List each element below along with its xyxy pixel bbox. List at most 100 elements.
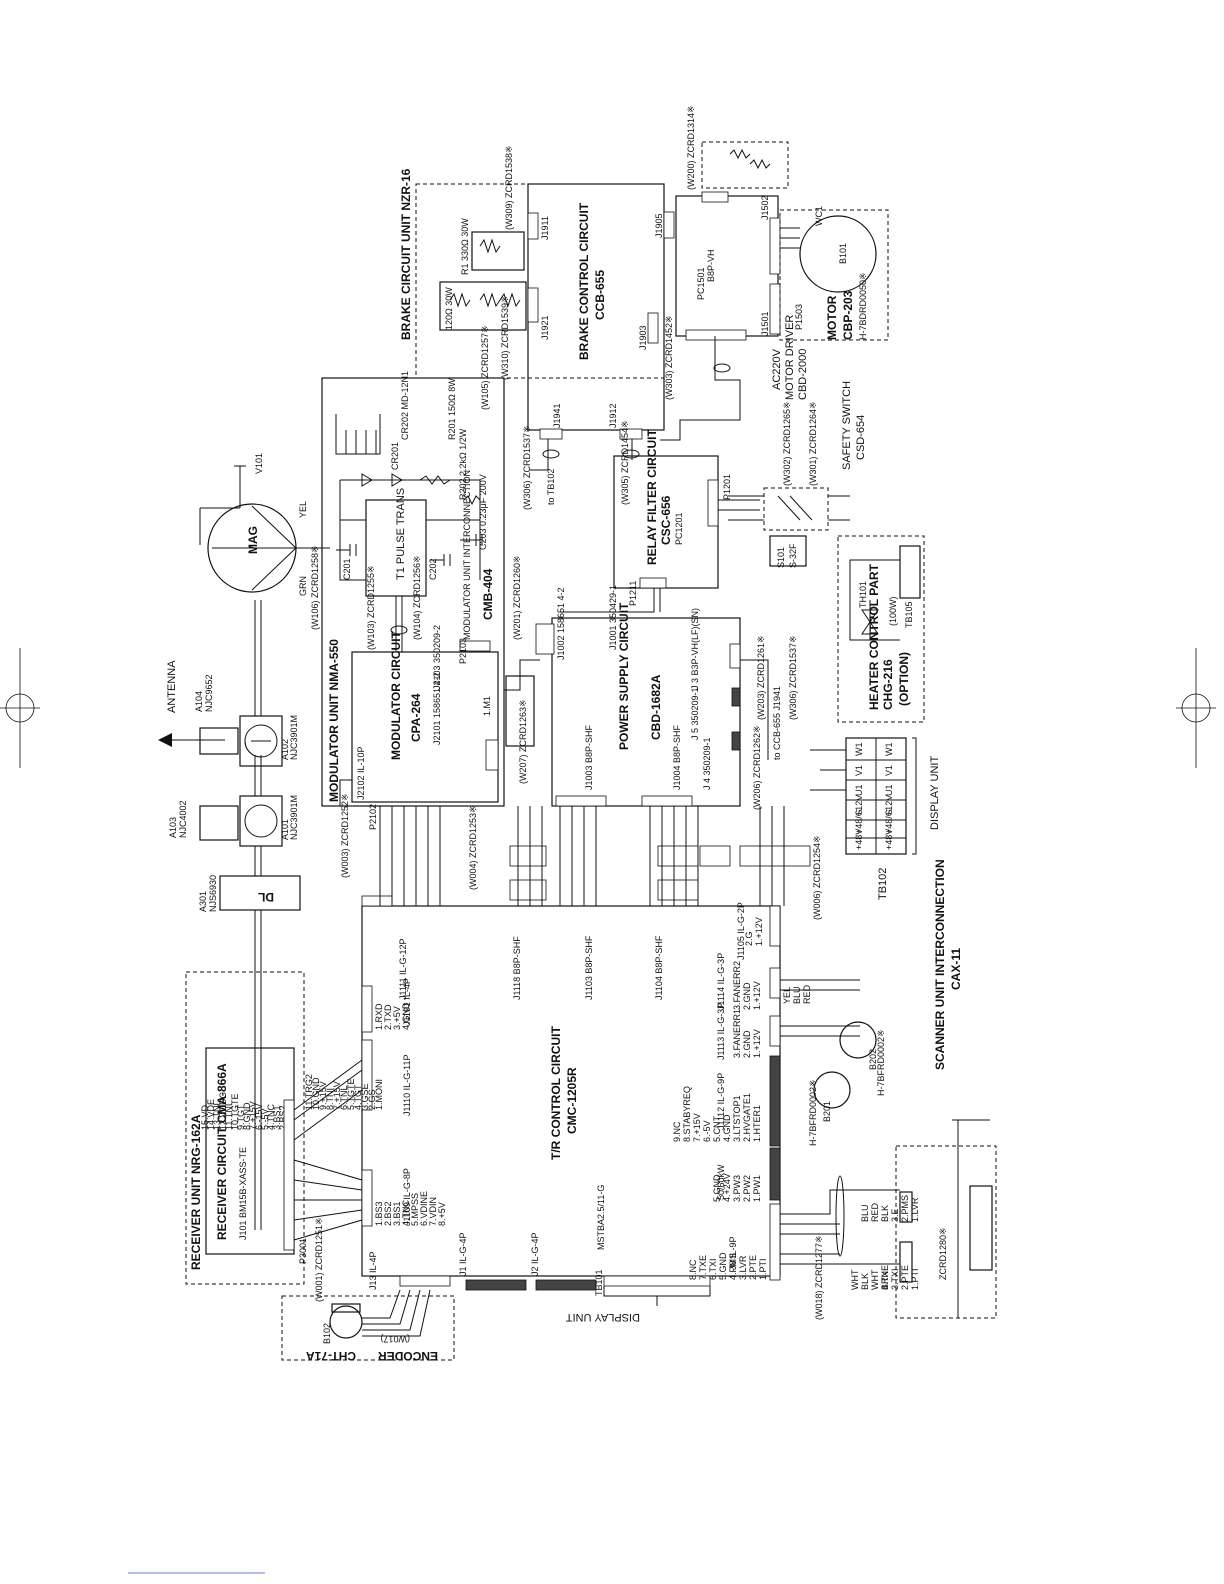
scanner-model: CAX-11 — [949, 948, 963, 990]
w104-label: (W104) ZCRD1256※ — [412, 555, 422, 640]
encoder-unit — [281, 1289, 455, 1361]
w004-label: (W004) ZCRD1253※ — [468, 805, 478, 890]
pin-label-j8: 1.PTI — [758, 1258, 768, 1280]
pin-label-j1110: 2.GS — [367, 1089, 377, 1110]
w001-label: (W001) ZCRD1251※ — [314, 1217, 324, 1302]
power-supply-model: CBD-1682A — [649, 674, 663, 740]
w207-label: (W207) ZCRD1263※ — [518, 699, 528, 784]
pin-label-j101: 15.VD — [200, 1104, 210, 1130]
brake-circuit-title: BRAKE CONTROL CIRCUIT — [577, 202, 591, 360]
pin-label-j1110: 3.GSE — [360, 1083, 370, 1110]
j1114-label: J1114 IL-G-3P — [716, 953, 726, 1010]
safety-switch-label: SAFETY SWITCH — [841, 381, 853, 470]
pin-label-j1112b: 8.STABYREQ — [682, 1086, 692, 1142]
heater-model: CHG-216 — [881, 659, 895, 710]
j4-label: J 4 350209-1 — [702, 737, 712, 790]
b201-label: B201 — [822, 1101, 832, 1122]
b201-code: H-7BFRD0002※ — [808, 1079, 818, 1146]
pin-label-j1114: 2.GND — [742, 982, 752, 1010]
j1004-label: J1004 B8P-SHF — [672, 724, 682, 790]
pin-label-j101: 10.TGTE — [230, 1093, 240, 1130]
w203-label: (W203) ZCRD1261※ — [756, 635, 766, 720]
pin-label-j1110: 8.TNI — [325, 1088, 335, 1110]
tb102-row-label: +48/G — [884, 809, 894, 834]
r202-label: R202 2.2kΩ 1/2W — [458, 428, 468, 500]
pc1201-label: PC1201 — [674, 512, 684, 545]
tb102-row-value: U1 — [854, 784, 864, 796]
pin-label-j1114: 1.+12V — [752, 981, 762, 1010]
a103-label: A103 — [168, 817, 178, 838]
antenna-arrow-icon — [158, 733, 172, 747]
crop-marks — [0, 648, 1216, 1574]
pin-label-j8: 6.TXI — [708, 1258, 718, 1280]
pin-label-jp2: 2.PMS — [900, 1195, 910, 1222]
pin-label-j101: 9.TGT — [236, 1104, 246, 1130]
pin-label-j8: 3.LVR — [738, 1255, 748, 1280]
pin-label-wire_colors_c: WHT — [870, 1269, 880, 1290]
w105-label: (W105) ZCRD1257※ — [480, 325, 490, 410]
j1001-label: J1001 350429-1 — [608, 585, 618, 650]
pin-label-j1191: 3.+5V — [392, 1006, 402, 1030]
pin-label-j1113: 3.FANERR1 — [732, 1009, 742, 1058]
heater-option: (OPTION) — [897, 652, 911, 706]
w103-label: (W103) ZCRD1255※ — [366, 565, 376, 650]
pin-label-jp1: 4.TXE — [880, 1265, 890, 1290]
pin-label-j1112b: 7.+15V — [692, 1113, 702, 1142]
j1911-label: J1911 — [540, 216, 550, 240]
pin-label-wire_colors: YEL — [782, 987, 792, 1004]
j1-label: J1 IL-G-4P — [458, 1232, 468, 1276]
s101-label: S101 — [776, 547, 786, 568]
pin-label-j8: 8.NC — [688, 1259, 698, 1280]
pin-label-j1112b: 9.NC — [672, 1121, 682, 1142]
motor-driver — [660, 141, 889, 441]
pin-label-j1112: 5.GND — [712, 1174, 722, 1202]
pin-label-j1113: 2.GND — [742, 1030, 752, 1058]
b202-code: H-7BFRD0002※ — [876, 1029, 886, 1096]
to-tb102-label: to TB102 — [546, 469, 556, 505]
w305-label: (W305) ZCRD1454※ — [620, 420, 630, 505]
pin-label-jp1: 1.PTI — [910, 1268, 920, 1290]
j1191-label: J1191 IL-4P — [402, 978, 412, 1026]
yel-label: YEL — [298, 501, 308, 518]
p1201-label: P1201 — [722, 474, 732, 500]
b8p-label: B8P-VH — [706, 249, 716, 282]
w310-label: (W310) ZCRD1539※ — [500, 295, 510, 380]
brake-circuit-model: CCB-655 — [593, 270, 607, 320]
b101-label: B101 — [838, 243, 848, 264]
pin-label-j1112: 3.PW3 — [732, 1175, 742, 1202]
w020-label: ZCRD1280※ — [938, 1227, 948, 1280]
receiver-unit-label: RECEIVER UNIT NRG-162A — [189, 1114, 203, 1270]
c202-label: C202 — [428, 558, 438, 580]
mag-label: MAG — [246, 526, 260, 554]
tb102-row-label: U1 — [884, 784, 894, 796]
b102-label: B102 — [322, 1323, 332, 1344]
brake-unit-label: BRAKE CIRCUIT UNIT NZR-16 — [399, 168, 413, 340]
pin-label-j101: 12.VDDC — [218, 1091, 228, 1130]
j13-label: J13 IL-4P — [368, 1251, 378, 1290]
pin-label-j1110: 4.TGT — [353, 1084, 363, 1110]
tb105-label: TB105 — [904, 601, 914, 628]
mod-interconnection-title: MODULATOR UNIT INTERCONNECTION — [462, 470, 472, 640]
pin-label-j1109: 3.BS1 — [392, 1201, 402, 1226]
relay-filter — [560, 455, 760, 613]
a301-code: NJS6930 — [208, 875, 218, 912]
pin-label-j1109: 1.BS3 — [374, 1201, 384, 1226]
j1912-label: J1912 — [608, 403, 618, 428]
j1502-label: J1502 — [760, 195, 770, 220]
pin-label-j1112b: 6.-5V — [702, 1120, 712, 1142]
j2103-label: J2103 350209-2 — [432, 625, 442, 690]
pin-label-jp1: 2.PTE — [900, 1265, 910, 1290]
a104-label: A104 — [194, 691, 204, 712]
a102-label: A102 — [280, 739, 290, 760]
modulator-unit-label: MODULATOR UNIT NMA-550 — [327, 639, 341, 802]
a101-label: A101 — [280, 819, 290, 840]
c201-label: C201 — [342, 558, 352, 580]
pin-label-j1109: 8.+5V — [437, 1202, 447, 1226]
w018-label: (W018) ZCRD1277※ — [814, 1235, 824, 1320]
pin-label-wire_colors_b: BLK — [880, 1205, 890, 1222]
motor-driver-ac: AC220V — [771, 348, 783, 390]
j1103-label: J1103 B8P-SHF — [584, 935, 594, 1000]
pin-label-j1191: 2.TXD — [383, 1004, 393, 1030]
pin-label-j1109: 7.VDIN — [428, 1197, 438, 1226]
